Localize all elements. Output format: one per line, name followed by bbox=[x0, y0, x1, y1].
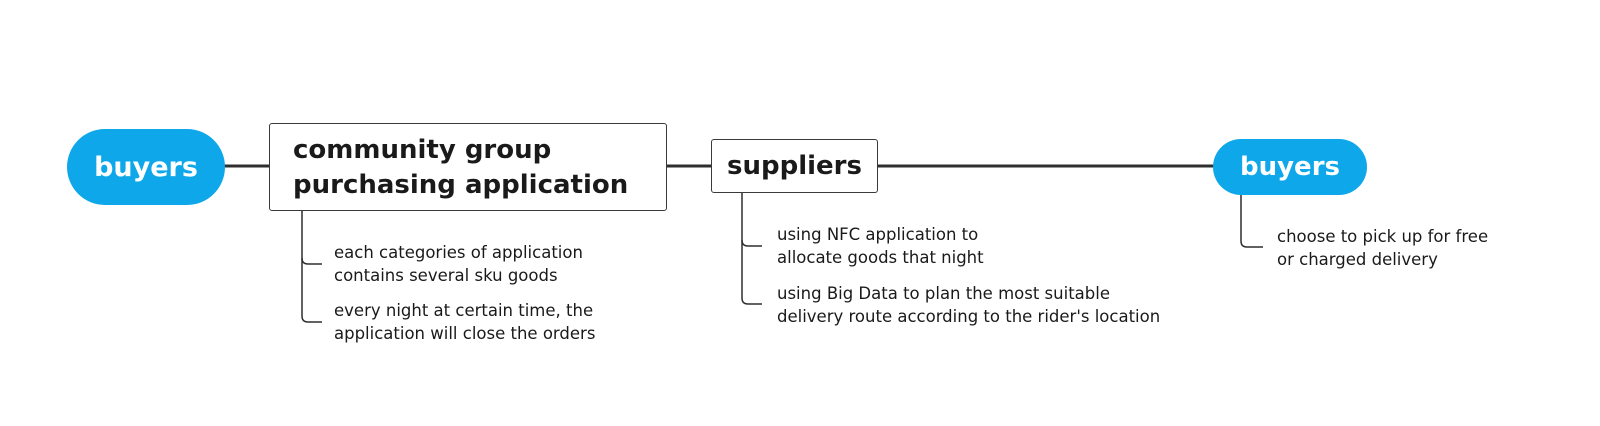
suppliers-note-1: using NFC application to allocate goods … bbox=[777, 223, 984, 269]
buyers-end-node[interactable]: buyers bbox=[1213, 139, 1367, 195]
suppliers-note-2-line1: using Big Data to plan the most suitable bbox=[777, 284, 1110, 303]
platform-note-1-line1: each categories of application bbox=[334, 243, 583, 262]
buyers-end-note: choose to pick up for free or charged de… bbox=[1277, 225, 1488, 271]
suppliers-note-1-line2: allocate goods that night bbox=[777, 248, 984, 267]
platform-note-branch-2 bbox=[301, 258, 322, 323]
platform-note-branch-1 bbox=[301, 211, 322, 265]
suppliers-node[interactable]: suppliers bbox=[711, 139, 878, 193]
buyers-start-label: buyers bbox=[94, 151, 198, 183]
platform-label-line1: community group bbox=[293, 135, 552, 165]
buyers-end-note-line1: choose to pick up for free bbox=[1277, 227, 1489, 246]
suppliers-label: suppliers bbox=[727, 151, 862, 181]
platform-note-2-line2: application will close the orders bbox=[334, 324, 596, 343]
suppliers-note-2: using Big Data to plan the most suitable… bbox=[777, 282, 1160, 328]
platform-label-line2: purchasing application bbox=[293, 170, 629, 200]
platform-node[interactable]: community group purchasing application bbox=[269, 123, 667, 211]
platform-note-2-line1: every night at certain time, the bbox=[334, 301, 594, 320]
platform-note-2: every night at certain time, the applica… bbox=[334, 299, 595, 345]
suppliers-note-branch-1 bbox=[741, 193, 762, 247]
buyers-end-note-branch bbox=[1240, 195, 1263, 248]
platform-note-1: each categories of application contains … bbox=[334, 241, 583, 287]
suppliers-note-2-line2: delivery route according to the rider's … bbox=[777, 307, 1161, 326]
suppliers-note-1-line1: using NFC application to bbox=[777, 225, 979, 244]
buyers-start-node[interactable]: buyers bbox=[67, 129, 225, 205]
buyers-end-label: buyers bbox=[1239, 152, 1340, 182]
suppliers-note-branch-2 bbox=[741, 240, 762, 305]
buyers-end-note-line2: or charged delivery bbox=[1277, 250, 1438, 269]
platform-note-1-line2: contains several sku goods bbox=[334, 266, 558, 285]
